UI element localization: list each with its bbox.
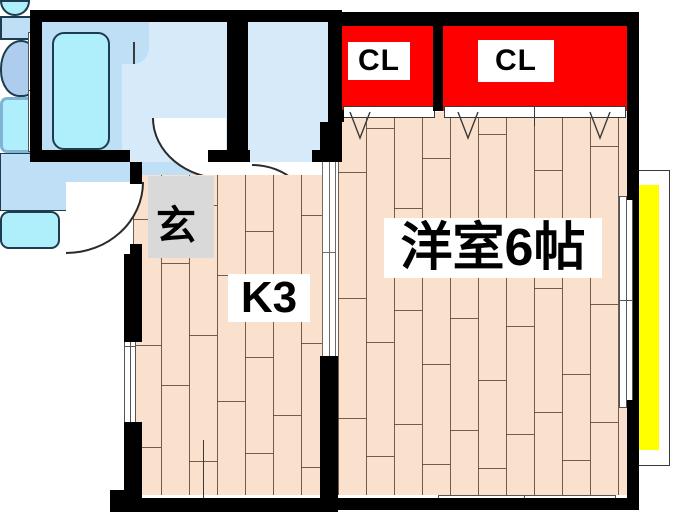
wall-closet-divider bbox=[433, 12, 443, 111]
wall-bath-bottom-left bbox=[30, 150, 130, 162]
room-sliding-door-rail bbox=[329, 150, 330, 360]
kitchen-sink-basin bbox=[0, 211, 60, 249]
wall-kitchen-bottom bbox=[110, 498, 338, 512]
kitchen-window-mullion bbox=[130, 338, 131, 426]
genkan-label: 玄 bbox=[150, 200, 202, 252]
kitchen-window-latch bbox=[124, 346, 136, 347]
wall-closet-left-end bbox=[330, 12, 342, 122]
closet-right-door-split bbox=[534, 106, 535, 126]
washbasin-pedestal bbox=[133, 42, 135, 64]
room-sliding-door-handle bbox=[322, 252, 336, 253]
wall-closet-top bbox=[341, 12, 639, 26]
wall-entrance-jamb-top bbox=[130, 162, 142, 184]
wall-main-right bbox=[627, 110, 639, 200]
wall-kitchen-left-lower bbox=[124, 422, 142, 510]
wall-closet-right-end bbox=[627, 12, 639, 122]
balcony-deck bbox=[637, 185, 659, 450]
kitchen-counter-divider bbox=[203, 440, 204, 498]
wall-main-right-sash bbox=[633, 196, 639, 408]
wash-basin-fixture bbox=[0, 0, 30, 16]
kitchen-label: K3 bbox=[228, 274, 310, 322]
washbasin-niche bbox=[113, 22, 149, 64]
main-room-label: 洋室6帖 bbox=[384, 218, 602, 278]
balcony-window-mullion bbox=[626, 196, 627, 408]
wall-entrance-jamb-bottom bbox=[130, 244, 142, 260]
wall-closet-left-bottom bbox=[330, 110, 344, 122]
main-room-plank-seams bbox=[338, 112, 630, 495]
closet-right-label: CL bbox=[478, 40, 554, 82]
wall-main-bottom bbox=[330, 498, 639, 510]
wall-main-right-lower bbox=[627, 400, 639, 510]
wall-central-upper bbox=[320, 122, 338, 154]
bathtub-fixture bbox=[52, 32, 110, 150]
main-room-plank-lines bbox=[338, 112, 630, 495]
wall-toilet-partition bbox=[227, 10, 248, 162]
wall-bath-left bbox=[30, 10, 42, 162]
closet-fold-indicators bbox=[349, 111, 611, 140]
closet-right-door[interactable] bbox=[444, 106, 626, 118]
wall-kitchen-bottom-left-return bbox=[110, 490, 126, 512]
room-toilet bbox=[248, 22, 328, 162]
balcony-window-latch bbox=[619, 300, 633, 301]
room-main bbox=[338, 112, 630, 495]
wall-bath-top bbox=[30, 10, 342, 22]
closet-left-label: CL bbox=[348, 42, 410, 80]
wall-kitchen-left-upper bbox=[124, 254, 142, 342]
wall-central-lower bbox=[320, 356, 338, 510]
